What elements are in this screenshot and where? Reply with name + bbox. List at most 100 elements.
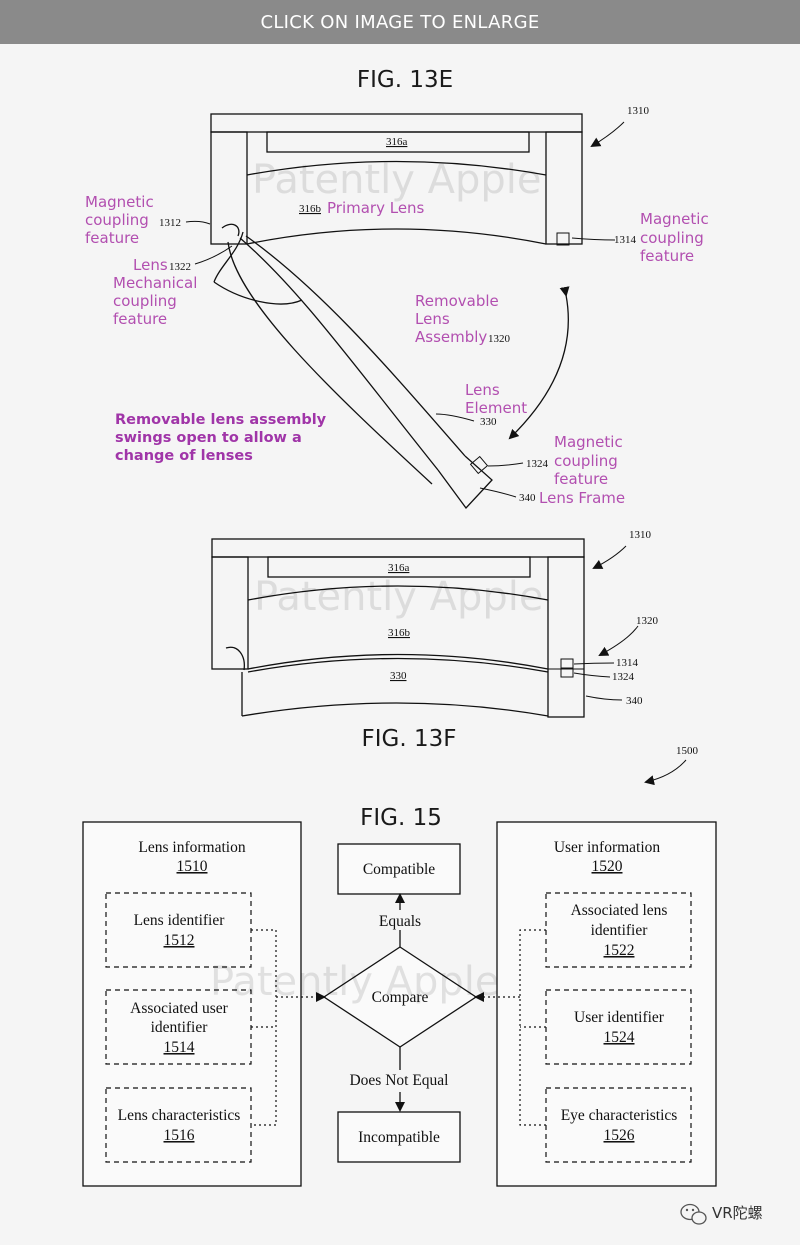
leader-1314 [571, 237, 616, 241]
ref-1320-13f: 1320 [636, 615, 659, 627]
callout-magnetic-right-2: coupling [640, 229, 704, 247]
fig-15-title: FIG. 15 [360, 805, 442, 831]
watermark-15: Patently Apple [210, 959, 500, 1005]
leader-1322 [194, 245, 233, 265]
watermark-13e: Patently Apple [252, 157, 542, 203]
lens-316b-bottom-curve-13f [247, 653, 549, 670]
ref-1310: 1310 [627, 105, 650, 117]
callout-mechanical-2: coupling [113, 292, 177, 310]
ref-1314-13f: 1314 [616, 657, 639, 669]
housing-left-wall-13f [211, 556, 249, 670]
ref-330: 330 [480, 416, 497, 428]
compatible-label: Compatible [363, 861, 435, 878]
associated-user-identifier-line-2: identifier [151, 1019, 209, 1036]
lens-316a-rect [266, 131, 530, 153]
callout-magnetic-frame-3: feature [554, 470, 608, 488]
housing-top-bar [210, 113, 583, 133]
magnet-1314 [556, 232, 570, 246]
leader-1312 [185, 220, 211, 225]
callout-primary-lens: Primary Lens [327, 199, 425, 217]
wechat-icon [680, 1203, 707, 1225]
lens-element-edge-c [245, 235, 466, 457]
fig-13f-title: FIG. 13F [362, 726, 457, 752]
lens-element-edge-b [227, 241, 433, 485]
callout-magnetic-frame-2: coupling [554, 452, 618, 470]
ref-316b: 316b [299, 203, 322, 215]
leader-340-13f [585, 695, 623, 701]
figure-15: 1500 FIG. 15 Lens information 1510 Lens … [82, 745, 717, 1187]
associated-lens-identifier-num: 1522 [604, 942, 635, 959]
lens-information-num: 1510 [177, 858, 208, 875]
compatible-box [337, 843, 461, 895]
device-ref-pointer-13f [592, 545, 627, 569]
ref-316a: 316a [386, 136, 408, 148]
eye-characteristics-num: 1526 [604, 1127, 635, 1144]
associated-lens-identifier-line-2: identifier [591, 922, 649, 939]
lens-316b-top-curve [246, 160, 547, 176]
lens-identifier-box [105, 892, 252, 968]
swing-note-line-3: change of lenses [115, 448, 253, 464]
lens-frame-340 [437, 455, 493, 510]
ref-340-13f: 340 [626, 695, 643, 707]
lens-characteristics-label: Lens characteristics [118, 1107, 241, 1124]
user-identifier-num: 1524 [604, 1029, 635, 1046]
lens-identifier-label: Lens identifier [134, 912, 226, 929]
lens-316a-rect-13f [267, 556, 531, 578]
lens-characteristics-num: 1516 [164, 1127, 195, 1144]
callout-magnetic-left-1: Magnetic [85, 193, 154, 211]
callout-removable-2: Lens [415, 310, 450, 328]
user-information-num: 1520 [592, 858, 623, 875]
patent-figure-sheet[interactable]: FIG. 13E 1310 316a 316b 1312 1 [0, 44, 800, 1245]
callout-removable-1: Removable [415, 292, 499, 310]
lens-identifier-num: 1512 [164, 932, 195, 949]
click-to-enlarge-bar[interactable]: CLICK ON IMAGE TO ENLARGE [0, 0, 800, 44]
callout-lens-frame: Lens Frame [539, 489, 625, 507]
user-identifier-label: User identifier [574, 1009, 665, 1026]
associated-user-identifier-line-1: Associated user [130, 1000, 229, 1017]
eye-characteristics-box [545, 1087, 692, 1163]
compare-label: Compare [372, 989, 429, 1006]
callout-magnetic-right-3: feature [640, 247, 694, 265]
associated-lens-identifier-line-1: Associated lens [571, 902, 668, 919]
assembly-ref-pointer-13f [598, 625, 639, 656]
lens-316b-top-curve-13f [247, 585, 549, 601]
ref-330-13f: 330 [390, 670, 407, 682]
source-label: VR陀螺 [712, 1204, 763, 1222]
callout-mechanical-1: Mechanical [113, 274, 197, 292]
leader-1324 [487, 462, 524, 467]
user-info-bracket [482, 929, 546, 1126]
magnet-1324 [469, 455, 489, 475]
lens-330-top-curve [247, 657, 549, 673]
user-identifier-box [545, 989, 692, 1065]
ref-316a-13f: 316a [388, 562, 410, 574]
lens-330-bottom-curve [241, 702, 549, 717]
lens-info-bracket [251, 929, 318, 1126]
lens-316b-bottom-curve [246, 228, 547, 245]
callout-removable-3: Assembly [415, 328, 487, 346]
eye-characteristics-label: Eye characteristics [561, 1107, 678, 1124]
ref-316b-13f: 316b [388, 627, 411, 639]
housing-right-wall-13f [547, 556, 585, 718]
magnet-1312-hook [221, 223, 240, 237]
associated-user-identifier-box [105, 989, 252, 1065]
callout-magnetic-left-2: coupling [85, 211, 149, 229]
leader-340 [479, 487, 517, 498]
callout-lens-element-2: Element [465, 399, 527, 417]
callout-mechanical-3: feature [113, 310, 167, 328]
leader-1314-13f [573, 662, 615, 665]
ref-1322: 1322 [169, 261, 191, 273]
lens-element-edge-a [239, 237, 439, 471]
ref-1500: 1500 [676, 745, 699, 757]
user-information-title: User information [554, 839, 661, 856]
device-ref-pointer [590, 121, 625, 148]
associated-user-identifier-num: 1514 [164, 1039, 195, 1056]
swing-arrow [508, 286, 570, 440]
ref-1320: 1320 [488, 333, 511, 345]
ref-1310-13f: 1310 [629, 529, 652, 541]
mechanical-hook-13f [225, 646, 245, 671]
incompatible-label: Incompatible [358, 1129, 440, 1146]
housing-left-wall [210, 131, 248, 245]
lens-assembly-base [213, 281, 303, 305]
swing-note-line-2: swings open to allow a [115, 430, 302, 446]
ref-1314: 1314 [614, 234, 637, 246]
